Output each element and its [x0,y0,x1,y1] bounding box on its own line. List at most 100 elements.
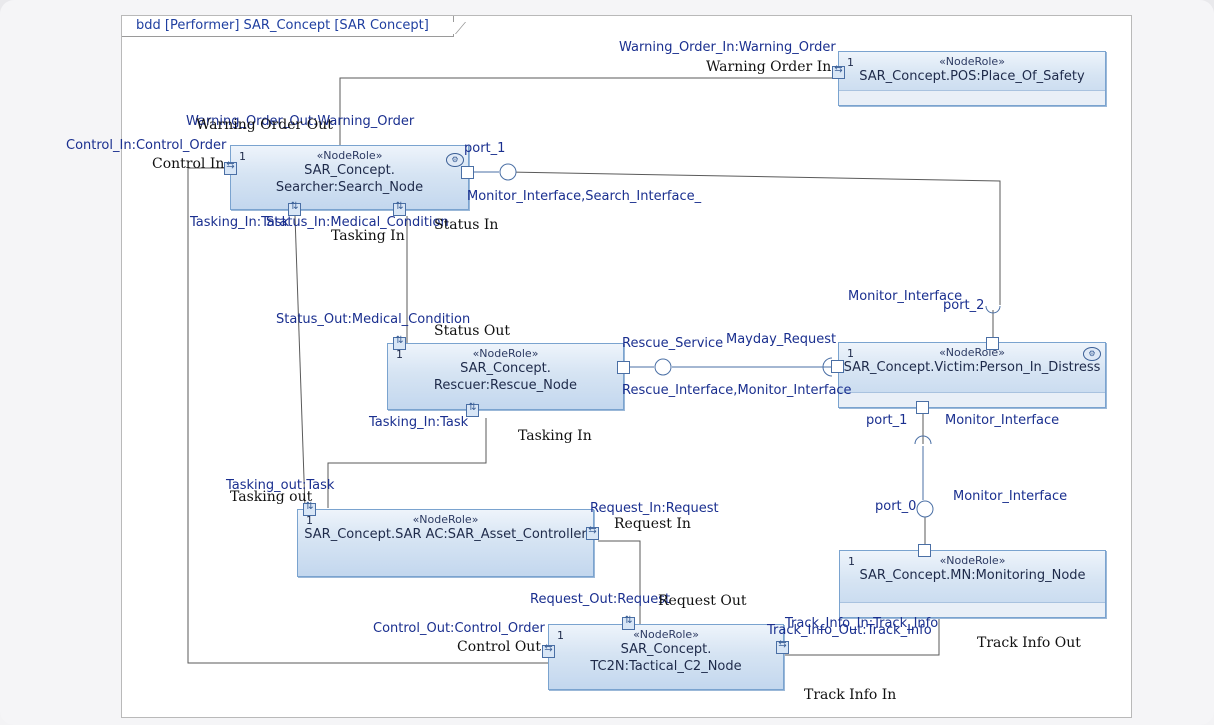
connector-tasking-rescuer-asset[interactable] [327,418,487,508]
flow-tasking-in: Tasking In [331,228,405,244]
stereotype-label: «NodeRole» [412,513,479,526]
label-track-info-in-track: Track_Info_In:Track_Info [785,616,939,631]
flow-control-in: Control In [152,156,225,172]
label-mayday-request: Mayday_Request [726,332,837,347]
label-status-in-medical: Status_In:Medical_Condition [266,215,449,230]
port-warning-order-in[interactable] [832,64,845,79]
connector-warning-order[interactable] [339,77,838,145]
label-track-info-out-track: Track_Info_Out:Track_Info [767,623,932,638]
port-request-out[interactable] [622,615,635,630]
diagram-frame-title: bdd [Performer] SAR_Concept [SAR Concept… [122,16,454,37]
multiplicity: 1 [847,56,854,69]
node-name: SAR_Concept. Searcher:Search_Node [275,163,424,195]
lollipop-searcher-icon [499,163,517,181]
label-control-in: Control_In:Control_Order [66,138,227,153]
label-rescue-service: Rescue_Service [622,336,724,351]
flow-control-out: Control Out [457,639,541,655]
label-port-2: port_2 [943,298,985,313]
multiplicity: 1 [557,629,564,642]
label-port-0: port_0 [875,499,917,514]
label-victim-port-1: port_1 [866,413,908,428]
port-control-out[interactable] [542,643,555,658]
connector-monitor-search[interactable] [507,171,1001,305]
port-victim-port-2[interactable] [986,337,999,350]
multiplicity: 1 [847,347,854,360]
label-monitor-interface-top: Monitor_Interface [848,289,963,304]
label-searcher-port-1: port_1 [464,141,506,156]
port-track-info-out[interactable] [776,639,789,654]
node-role-icon: ⚙ [446,153,464,167]
flow-tasking-out: Tasking out [230,489,313,505]
stereotype-label: «NodeRole» [316,149,383,162]
socket-port2-icon [985,305,1001,314]
node-role-icon: ⚙ [1083,347,1101,361]
node-name: SAR_Concept.Victim:Person_In_Distress [843,360,1101,375]
lollipop-rescuer-icon [654,358,672,376]
stereotype-label: «NodeRole» [939,55,1005,68]
lollipop-port0-icon [916,500,934,518]
socket-victim-icon [822,357,833,377]
label-control-out-order: Control_Out:Control_Order [373,621,545,636]
connector-control-order[interactable] [187,167,548,664]
node-monitoring[interactable]: 1 «NodeRole» SAR_Concept.MN:Monitoring_N… [839,550,1106,618]
flow-track-info-out: Track Info Out [977,635,1081,651]
multiplicity: 1 [306,514,313,527]
node-searcher[interactable]: 1 «NodeRole» SAR_Concept. Searcher:Searc… [230,145,469,210]
flow-status-out: Status Out [434,323,510,339]
stereotype-label: «NodeRole» [472,347,539,360]
socket-port1-icon [914,435,932,445]
flow-request-in: Request In [614,516,691,532]
port-victim-port-1[interactable] [916,401,929,414]
label-rescue-monitor-interface: Rescue_Interface,Monitor_Interface [622,383,852,398]
multiplicity: 1 [239,150,246,163]
multiplicity: 1 [396,348,403,361]
flow-warning-order-in: Warning Order In [706,59,832,75]
label-tasking-out-task: Tasking_out:Task [226,478,335,493]
label-tasking-in-task: Tasking_In:Task [190,215,290,230]
label-monitor-search-interface: Monitor_Interface,Search_Interface_ [467,189,702,204]
node-name: SAR_Concept. Rescuer:Rescue_Node [433,361,578,393]
connector-tasking-searcher-asset[interactable] [294,215,306,509]
port-tasking-in[interactable] [288,201,301,216]
label-status-out-medical: Status_Out:Medical_Condition [276,312,471,327]
node-sar-asset-controller[interactable]: 1 «NodeRole» SAR_Concept.SAR AC:SAR_Asse… [297,509,594,577]
port-control-in[interactable] [224,160,237,175]
node-name: SAR_Concept. TC2N:Tactical_C2_Node [590,642,742,674]
port-rescue-service[interactable] [617,361,630,374]
label-warning-order-in: Warning_Order_In:Warning_Order [619,40,836,55]
flow-warning-order-out: Warning Order Out [196,117,333,133]
port-status-out[interactable] [393,335,406,350]
label-request-in-request: Request_In:Request [590,501,719,516]
node-victim[interactable]: 1 «NodeRole» SAR_Concept.Victim:Person_I… [838,342,1106,408]
node-name: SAR_Concept.MN:Monitoring_Node [859,568,1086,583]
label-monitor-interface-port0: Monitor_Interface [953,489,1068,504]
node-name: SAR_Concept.SAR AC:SAR_Asset_Controller [304,527,587,542]
port-searcher-port-1[interactable] [461,166,474,179]
connector-track-info[interactable] [783,613,940,656]
flow-status-in: Status In [434,217,499,233]
label-monitor-interface-victim: Monitor_Interface [945,413,1060,428]
stereotype-label: «NodeRole» [633,628,699,641]
stereotype-label: «NodeRole» [939,554,1006,567]
node-tactical-c2[interactable]: 1 «NodeRole» SAR_Concept. TC2N:Tactical_… [548,624,784,690]
node-place-of-safety[interactable]: 1 «NodeRole» SAR_Concept.POS:Place_Of_Sa… [838,51,1106,106]
label-request-out-request: Request_Out:Request [530,592,671,607]
multiplicity: 1 [848,555,855,568]
node-rescuer[interactable]: 1 «NodeRole» SAR_Concept. Rescuer:Rescue… [387,343,624,410]
port-mayday-request[interactable] [831,360,844,373]
port-monitoring-port-0[interactable] [918,544,931,557]
port-tasking-out[interactable] [303,501,316,516]
port-rescuer-tasking-in[interactable] [466,402,479,417]
node-name: SAR_Concept.POS:Place_Of_Safety [859,69,1085,84]
label-warning-order-out: Warning_Order_Out:Warning_Order [186,114,415,129]
port-status-in[interactable] [393,201,406,216]
label-rescuer-tasking-in: Tasking_In:Task [369,415,469,430]
stereotype-label: «NodeRole» [939,346,1005,359]
flow-rescuer-tasking-in: Tasking In [518,428,592,444]
flow-track-info-in: Track Info In [804,687,897,703]
port-request-in[interactable] [586,525,599,540]
connector-request[interactable] [598,540,641,625]
flow-request-out: Request Out [658,593,747,609]
